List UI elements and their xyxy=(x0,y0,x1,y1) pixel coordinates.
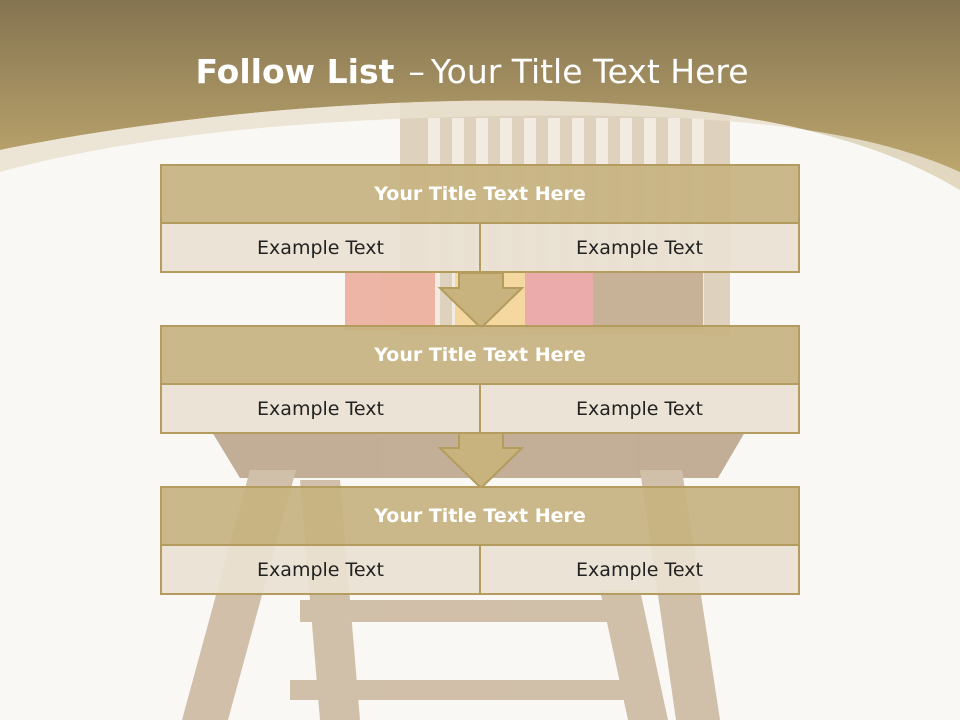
block-title: Your Title Text Here xyxy=(162,327,798,385)
down-arrow-icon xyxy=(438,432,524,490)
down-arrow-icon xyxy=(438,272,524,330)
slide-title-bold: Follow List xyxy=(195,52,395,91)
list-block-2: Your Title Text Here Example Text Exampl… xyxy=(160,325,800,434)
block-cell-right: Example Text xyxy=(481,385,798,432)
block-cell-right: Example Text xyxy=(481,224,798,271)
block-title: Your Title Text Here xyxy=(162,166,798,224)
list-block-3: Your Title Text Here Example Text Exampl… xyxy=(160,486,800,595)
block-title: Your Title Text Here xyxy=(162,488,798,546)
slide-title-dash: – xyxy=(408,52,425,91)
block-cell-right: Example Text xyxy=(481,546,798,593)
block-cell-left: Example Text xyxy=(162,546,481,593)
block-row: Example Text Example Text xyxy=(162,546,798,593)
slide-title: Follow List–Your Title Text Here xyxy=(0,52,944,91)
block-row: Example Text Example Text xyxy=(162,385,798,432)
block-cell-left: Example Text xyxy=(162,385,481,432)
header-band xyxy=(0,0,960,190)
block-cell-left: Example Text xyxy=(162,224,481,271)
list-block-1: Your Title Text Here Example Text Exampl… xyxy=(160,164,800,273)
header-swoosh xyxy=(0,100,960,190)
block-row: Example Text Example Text xyxy=(162,224,798,271)
slide-title-rest: Your Title Text Here xyxy=(430,52,749,91)
